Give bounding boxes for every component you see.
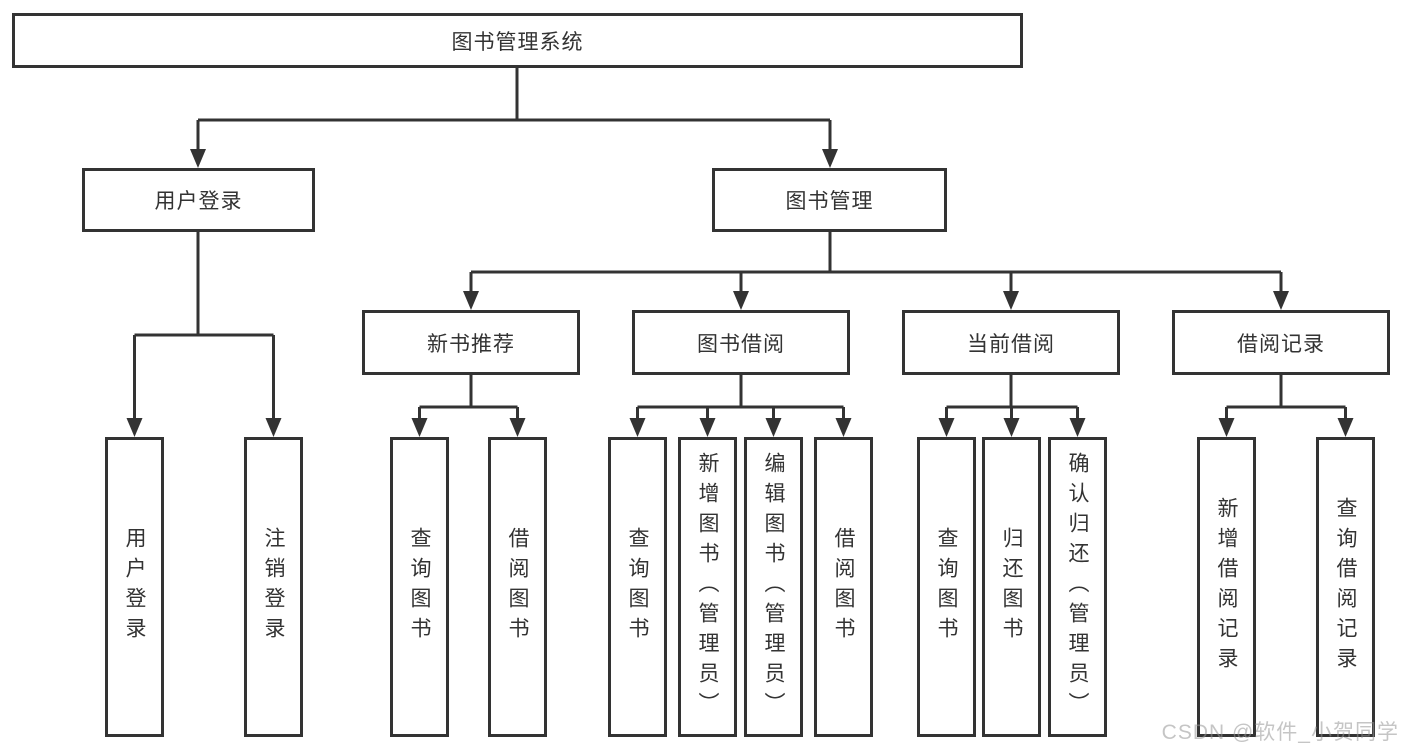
node-label: 借阅记录 (1237, 332, 1325, 356)
leaf-query-books-recommend: 查询图书 (390, 437, 449, 737)
leaf-borrow-books-recommend: 借阅图书 (488, 437, 547, 737)
node-label: 用户登录 (154, 190, 243, 213)
leaf-confirm-return-admin: 确认归还（管理员） (1048, 437, 1107, 737)
node-label: 图书管理系统 (451, 30, 584, 54)
node-label: 确认归还（管理员） (1066, 452, 1089, 722)
csdn-watermark: CSDN @软件_小贺同学 (1161, 721, 1399, 744)
node-book-management: 图书管理 (712, 168, 947, 232)
leaf-logout: 注销登录 (244, 437, 303, 737)
leaf-query-books-current: 查询图书 (917, 437, 976, 737)
node-user-login: 用户登录 (82, 168, 315, 232)
leaf-query-borrow-record: 查询借阅记录 (1316, 437, 1375, 737)
node-label: 借阅图书 (506, 527, 529, 647)
node-label: 新书推荐 (427, 332, 515, 356)
node-label: 用户登录 (123, 527, 146, 647)
node-book-borrow: 图书借阅 (632, 310, 850, 375)
node-label: 注销登录 (262, 527, 285, 647)
leaf-edit-books-admin: 编辑图书（管理员） (744, 437, 803, 737)
node-label: 查询图书 (626, 527, 649, 647)
node-borrow-records: 借阅记录 (1172, 310, 1390, 375)
node-new-book-recommend: 新书推荐 (362, 310, 580, 375)
node-current-borrow: 当前借阅 (902, 310, 1120, 375)
node-label: 编辑图书（管理员） (762, 452, 785, 722)
leaf-return-books: 归还图书 (982, 437, 1041, 737)
node-label: 查询图书 (935, 527, 958, 647)
leaf-query-books-borrow: 查询图书 (608, 437, 667, 737)
node-label: 归还图书 (1000, 527, 1023, 647)
node-label: 借阅图书 (832, 527, 855, 647)
node-label: 新增借阅记录 (1215, 497, 1238, 677)
node-label: 新增图书（管理员） (696, 452, 719, 722)
node-label: 查询借阅记录 (1334, 497, 1357, 677)
leaf-borrow-books: 借阅图书 (814, 437, 873, 737)
node-label: 当前借阅 (967, 332, 1055, 356)
node-label: 图书管理 (785, 190, 874, 213)
leaf-add-books-admin: 新增图书（管理员） (678, 437, 737, 737)
node-library-management-system: 图书管理系统 (12, 13, 1023, 68)
node-label: 查询图书 (408, 527, 431, 647)
leaf-user-login: 用户登录 (105, 437, 164, 737)
node-label: 图书借阅 (697, 332, 785, 356)
leaf-add-borrow-record: 新增借阅记录 (1197, 437, 1256, 737)
